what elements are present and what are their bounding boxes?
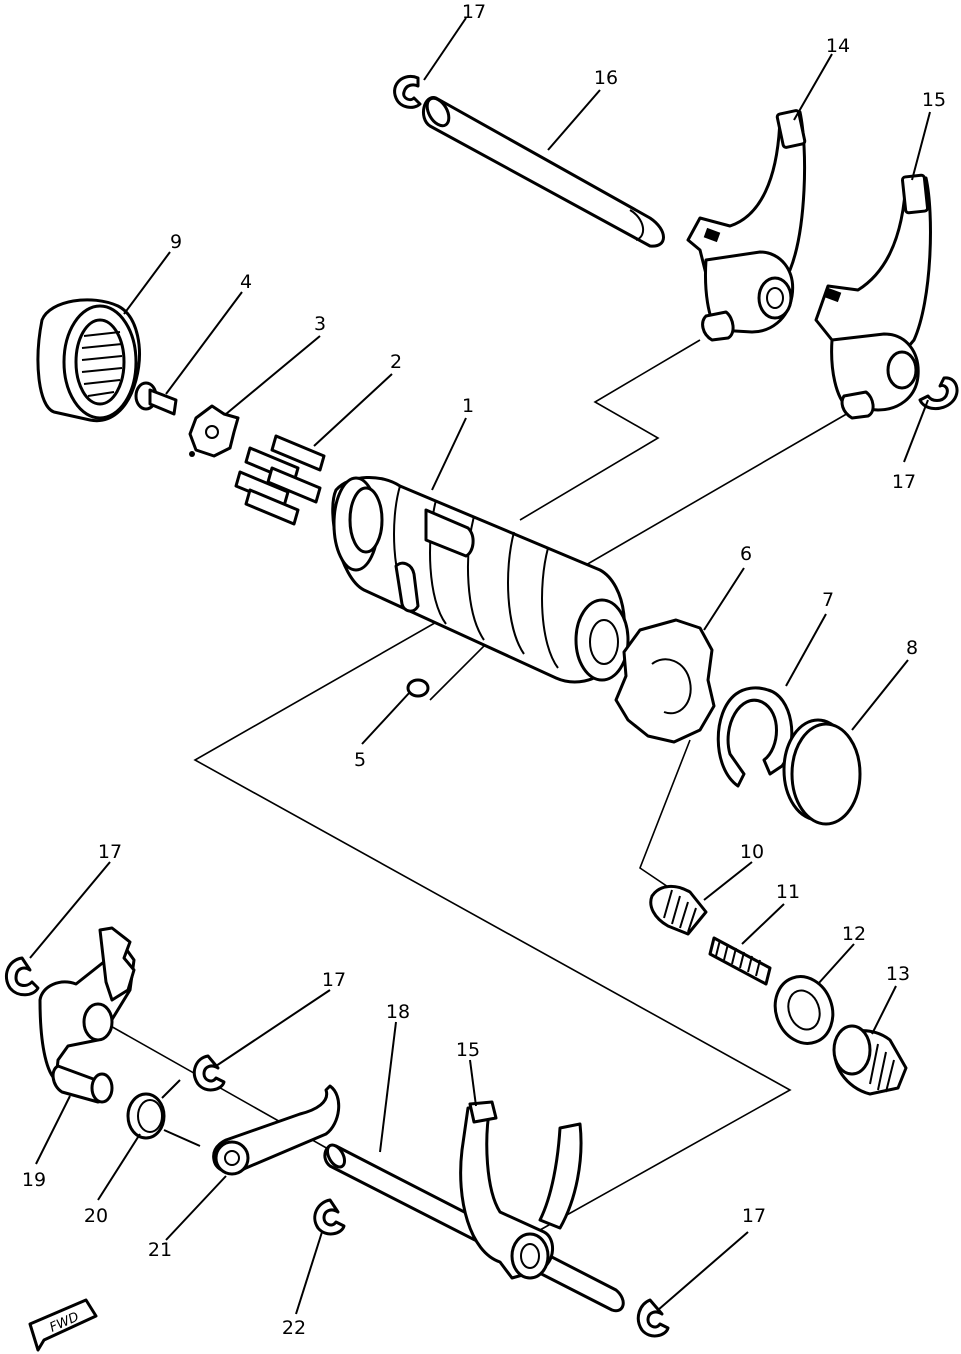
spring-20 xyxy=(126,1079,201,1147)
bearing-9 xyxy=(36,298,141,423)
label-part-22: 22 xyxy=(282,1317,306,1339)
forward-arrow-icon: FWD xyxy=(28,1298,98,1352)
circlip-17-bottom xyxy=(636,1298,670,1338)
circlip-17-mid xyxy=(192,1054,226,1092)
shift-drum-1 xyxy=(331,475,630,684)
label-part-2: 2 xyxy=(390,351,402,373)
label-part-17-mid: 17 xyxy=(322,969,346,991)
label-part-6: 6 xyxy=(740,543,752,565)
circlip-17-top xyxy=(393,75,422,109)
label-part-12: 12 xyxy=(842,923,866,945)
label-part-8: 8 xyxy=(906,637,918,659)
shift-fork-14 xyxy=(686,109,807,342)
label-part-11: 11 xyxy=(776,881,800,903)
pin-5 xyxy=(406,678,430,698)
fork-shaft-upper xyxy=(421,96,665,248)
stopper-plate-6-inner xyxy=(651,658,692,715)
label-part-20: 20 xyxy=(84,1205,108,1227)
assembly-line-stopper xyxy=(639,739,691,896)
label-part-16: 16 xyxy=(594,67,618,89)
circlip-17-right xyxy=(918,376,959,410)
label-part-14: 14 xyxy=(826,35,850,57)
assembly-line-fork14 xyxy=(519,339,701,521)
washer-12 xyxy=(773,975,835,1045)
label-part-18: 18 xyxy=(386,1001,410,1023)
circlip-7 xyxy=(716,686,794,788)
circlip-22 xyxy=(313,1198,346,1236)
assembly-line-fork15 xyxy=(559,411,851,581)
cap-8 xyxy=(782,718,862,826)
pins-2 xyxy=(234,434,326,526)
circlip-17-left xyxy=(5,956,40,997)
stopper-lever-21 xyxy=(212,1084,341,1176)
plunger-10 xyxy=(649,885,708,936)
label-part-19: 19 xyxy=(22,1169,46,1191)
label-part-17-left: 17 xyxy=(98,841,122,863)
label-part-10: 10 xyxy=(740,841,764,863)
assembly-line-fork15-lower xyxy=(193,619,792,1231)
label-part-13: 13 xyxy=(886,963,910,985)
label-part-15-upper: 15 xyxy=(922,89,946,111)
screw-4 xyxy=(134,381,178,416)
spring-11-coils xyxy=(715,939,761,977)
part-labels: 17 16 14 15 9 4 3 2 1 17 6 7 8 5 10 11 1… xyxy=(22,1,946,1339)
label-part-3: 3 xyxy=(314,313,326,335)
label-part-1: 1 xyxy=(462,395,474,417)
label-part-21: 21 xyxy=(148,1239,172,1261)
label-part-15-lower: 15 xyxy=(456,1039,480,1061)
label-part-7: 7 xyxy=(822,589,834,611)
label-part-9: 9 xyxy=(170,231,182,253)
label-part-17-bottom: 17 xyxy=(742,1205,766,1227)
label-part-4: 4 xyxy=(240,271,252,293)
shift-fork-15-lower xyxy=(459,1100,583,1280)
stopper-plate-6 xyxy=(614,618,716,744)
shift-arm-19 xyxy=(38,926,136,1104)
shift-fork-15-upper xyxy=(814,173,932,420)
label-part-17-top: 17 xyxy=(462,1,486,23)
leader-lines xyxy=(29,17,931,1315)
segment-3 xyxy=(188,404,240,458)
plug-13 xyxy=(832,1024,908,1096)
label-part-5: 5 xyxy=(354,749,366,771)
label-part-17-right: 17 xyxy=(892,471,916,493)
